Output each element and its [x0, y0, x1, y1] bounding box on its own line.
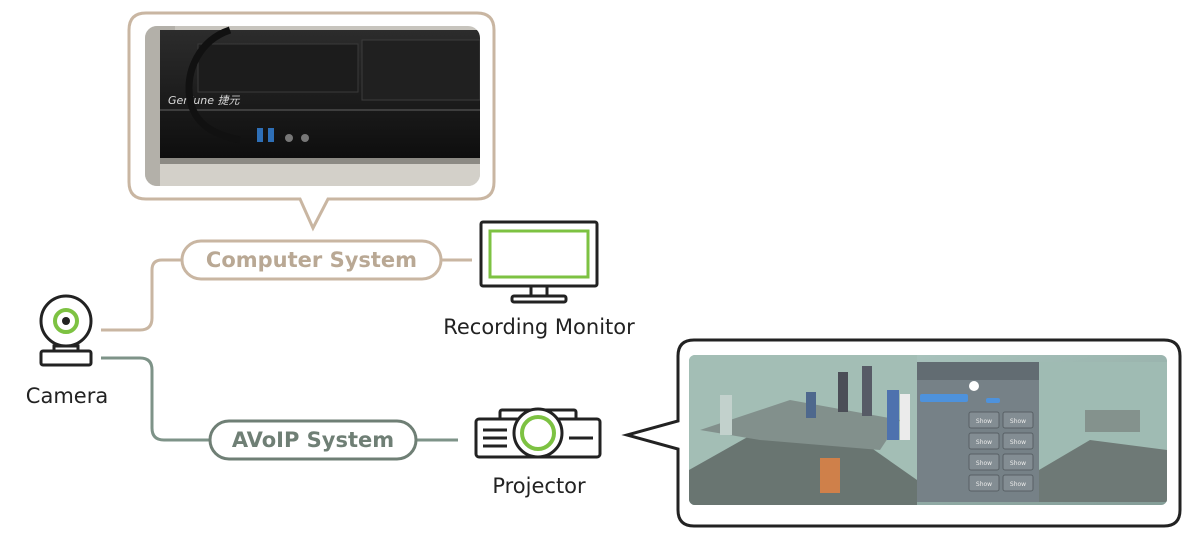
ui-button: [968, 432, 1000, 450]
avoip-system-node: AVoIP System: [208, 419, 418, 461]
ui-button-label: Show: [976, 439, 992, 446]
ui-button: [968, 411, 1000, 429]
connector-lines: [101, 258, 472, 442]
monitor-icon: [479, 220, 599, 304]
projector-icon: [474, 407, 602, 459]
ui-button-label: Show: [1010, 439, 1026, 446]
ui-button: [968, 474, 1000, 492]
ui-button-label: Show: [976, 460, 992, 467]
ui-button: [968, 453, 1000, 471]
ui-button-label: Show: [976, 418, 992, 425]
brand-logo-text: Geniune 捷元: [168, 94, 241, 107]
ui-button-grid: Show Show Show Show Show Show Show Show: [968, 411, 1034, 492]
projector-label: Projector: [492, 474, 586, 498]
projected-screen-photo: Show Show Show Show Show Show Show Show: [689, 355, 1167, 505]
ui-button-label: Show: [1010, 481, 1026, 488]
computer-case-photo: Geniune 捷元: [145, 26, 480, 186]
computer-system-label: Computer System: [206, 248, 417, 272]
ui-button-label: Show: [1010, 418, 1026, 425]
computer-photo-callout: Geniune 捷元: [127, 11, 496, 232]
projection-callout: Show Show Show Show Show Show Show Show: [621, 338, 1182, 528]
ui-button: [1002, 453, 1034, 471]
ui-button-label: Show: [976, 481, 992, 488]
avoip-system-label: AVoIP System: [232, 428, 394, 452]
ui-button: [1002, 432, 1034, 450]
computer-system-node: Computer System: [180, 239, 443, 281]
camera-icon: [39, 294, 93, 367]
ui-button: [1002, 411, 1034, 429]
ui-button-label: Show: [1010, 460, 1026, 467]
camera-label: Camera: [26, 384, 108, 408]
recording-monitor-label: Recording Monitor: [443, 315, 635, 339]
ui-button: [1002, 474, 1034, 492]
